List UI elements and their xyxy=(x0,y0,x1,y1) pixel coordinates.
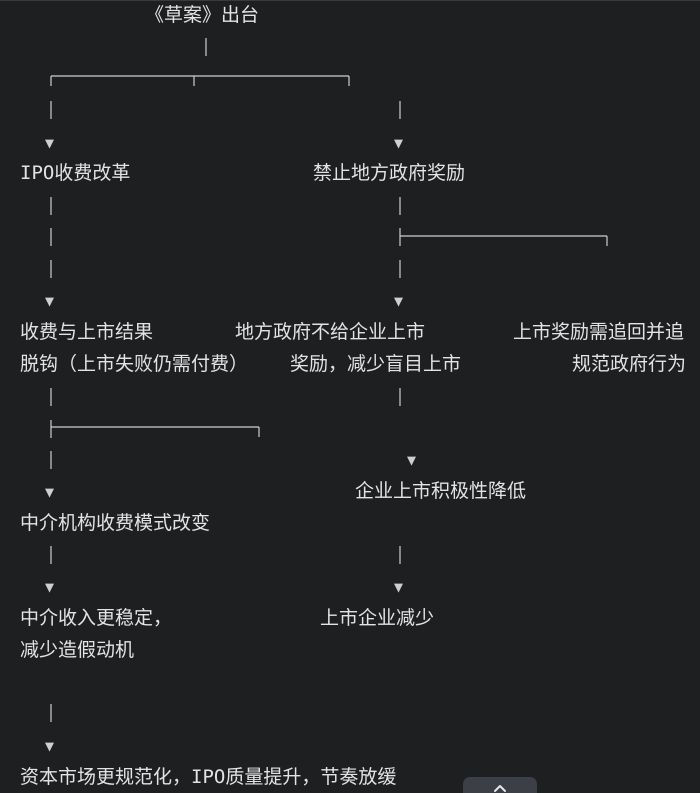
node-listing-enthusiasm-down: 企业上市积极性降低 xyxy=(355,480,527,502)
node-ipo-fee-reform: IPO收费改革 xyxy=(20,162,131,184)
arrow-down-icon: ▼ xyxy=(45,737,55,755)
node-recover-rewards-line2: 规范政府行为 xyxy=(572,353,687,375)
arrow-down-icon: ▼ xyxy=(394,134,404,152)
node-final-outcome: 资本市场更规范化，IPO质量提升，节奏放缓 xyxy=(20,766,397,788)
node-ban-local-rewards: 禁止地方政府奖励 xyxy=(313,162,466,184)
node-no-listing-reward-line2: 奖励，减少盲目上市 xyxy=(290,353,462,375)
chevron-up-icon xyxy=(494,785,506,792)
node-root: 《草案》出台 xyxy=(145,4,260,26)
node-fee-decoupled-line2: 脱钩（上市失败仍需付费） xyxy=(20,353,249,375)
node-recover-rewards-line1: 上市奖励需追回并追 xyxy=(513,321,685,343)
arrow-down-icon: ▼ xyxy=(394,292,404,310)
arrow-down-icon: ▼ xyxy=(45,292,55,310)
node-stable-income-line1: 中介收入更稳定， xyxy=(20,607,173,629)
node-fee-decoupled-line1: 收费与上市结果 xyxy=(20,321,154,343)
node-fewer-listings: 上市企业减少 xyxy=(320,607,435,629)
arrow-down-icon: ▼ xyxy=(45,134,55,152)
scroll-to-top-button[interactable] xyxy=(463,777,537,793)
node-no-listing-reward-line1: 地方政府不给企业上市 xyxy=(235,321,426,343)
arrow-down-icon: ▼ xyxy=(45,483,55,501)
node-stable-income-line2: 减少造假动机 xyxy=(20,639,135,661)
arrow-down-icon: ▼ xyxy=(407,451,417,469)
arrow-down-icon: ▼ xyxy=(45,578,55,596)
arrow-down-icon: ▼ xyxy=(394,578,404,596)
top-divider xyxy=(0,0,700,1)
node-intermediary-fee-change: 中介机构收费模式改变 xyxy=(20,512,211,534)
